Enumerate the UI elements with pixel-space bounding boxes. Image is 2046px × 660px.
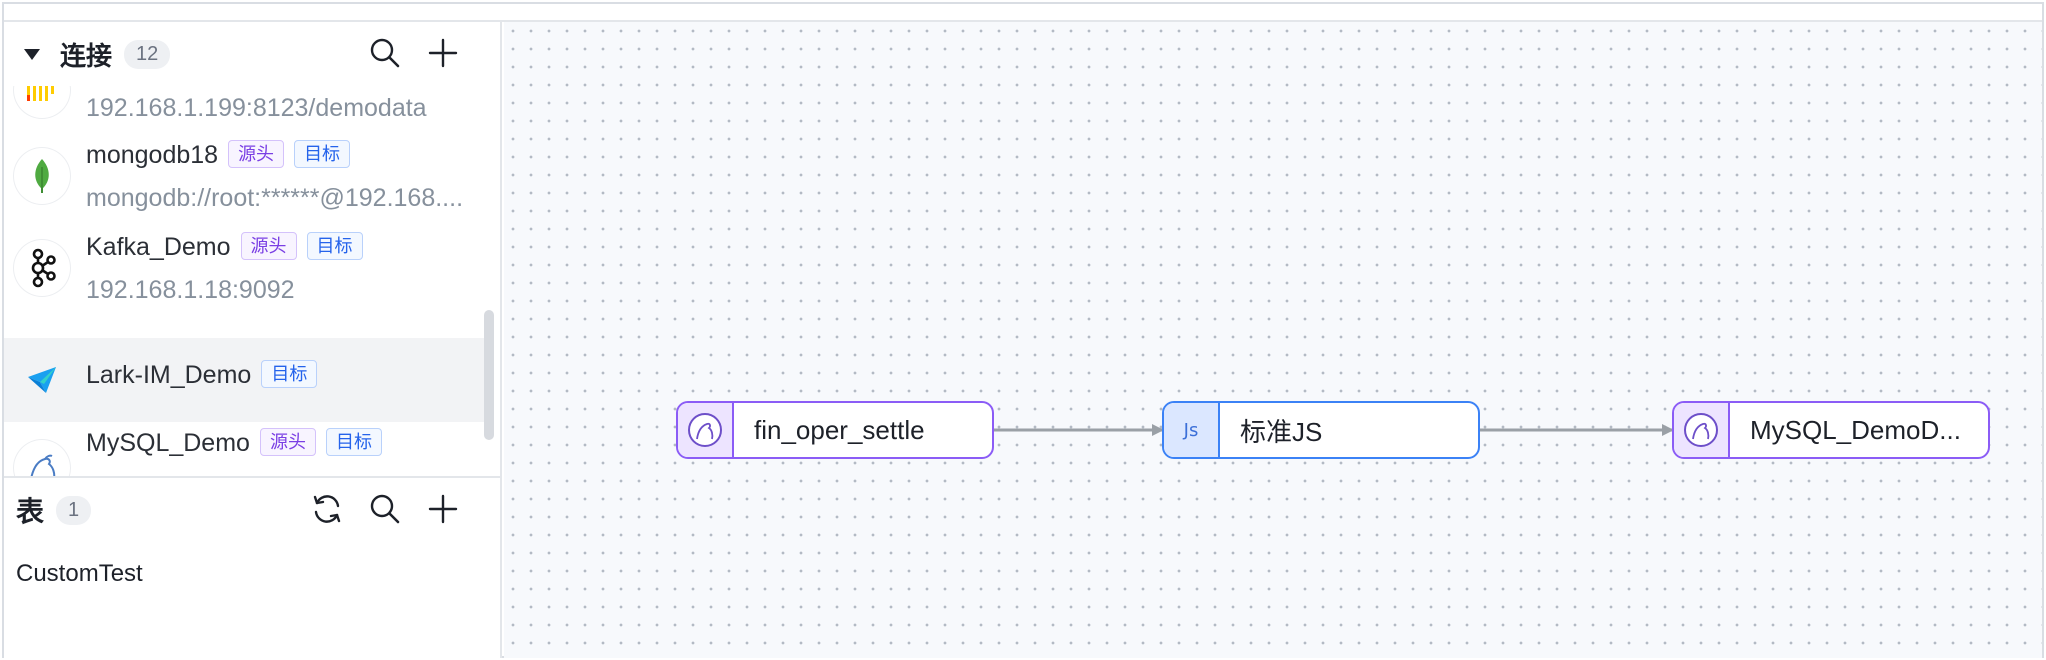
kafka-icon: [14, 240, 70, 296]
section-divider: [4, 476, 500, 478]
lark-icon: [14, 352, 70, 408]
source-tag: 源头: [259, 428, 316, 456]
top-toolbar-strip: [4, 4, 2042, 22]
connection-address: 192.168.1.199:8123/demodata: [86, 94, 427, 122]
table-list-item[interactable]: CustomTest: [16, 560, 143, 587]
tables-title: 表: [16, 496, 45, 527]
sidebar: 连接 12 local_clickhouse目标 192.168.1.199:8…: [4, 22, 502, 658]
target-tag: 目标: [261, 360, 318, 388]
node-label: 标准JS: [1240, 416, 1323, 447]
mongodb-leaf-icon: [14, 148, 70, 204]
refresh-icon[interactable]: [310, 492, 344, 526]
mysql-dolphin-icon: [678, 403, 734, 457]
caret-down-icon[interactable]: [24, 48, 40, 60]
source-tag: 源头: [228, 140, 285, 168]
mysql-dolphin-icon: [14, 440, 70, 476]
connections-list: local_clickhouse目标 192.168.1.199:8123/de…: [4, 86, 500, 476]
target-tag: 目标: [325, 428, 382, 456]
js-icon: Js: [1164, 403, 1220, 457]
dag-canvas[interactable]: fin_oper_settle Js 标准JS MySQL_DemoD...: [504, 22, 2042, 658]
pipeline-node-source[interactable]: fin_oper_settle: [676, 401, 994, 459]
pipeline-node-js[interactable]: Js 标准JS: [1162, 401, 1480, 459]
target-tag: 目标: [306, 232, 363, 260]
pipeline-edges: [994, 424, 1674, 436]
node-label: fin_oper_settle: [754, 414, 925, 445]
target-tag: 目标: [294, 140, 351, 168]
node-label: MySQL_DemoD...: [1750, 414, 1961, 445]
search-icon[interactable]: [368, 36, 402, 70]
tables-header[interactable]: 表 1: [4, 478, 500, 542]
plus-icon[interactable]: [426, 36, 460, 70]
source-tag: 源头: [240, 232, 297, 260]
connection-address: 192.168.1.18:9092: [86, 276, 295, 304]
tables-count-badge: 1: [56, 495, 92, 525]
connections-title: 连接: [60, 40, 113, 71]
connection-address: mongodb://root:******@192.168....: [86, 184, 464, 212]
clickhouse-icon: [14, 86, 70, 118]
connection-item[interactable]: local_clickhouse目标 192.168.1.199:8123/de…: [4, 86, 488, 132]
search-icon[interactable]: [368, 492, 402, 526]
connections-scrollbar[interactable]: [484, 310, 494, 440]
connections-count-badge: 12: [124, 39, 171, 69]
plus-icon[interactable]: [426, 492, 460, 526]
connections-header[interactable]: 连接 12: [4, 22, 500, 86]
mysql-dolphin-icon: [1674, 403, 1730, 457]
pipeline-node-target[interactable]: MySQL_DemoD...: [1672, 401, 1990, 459]
